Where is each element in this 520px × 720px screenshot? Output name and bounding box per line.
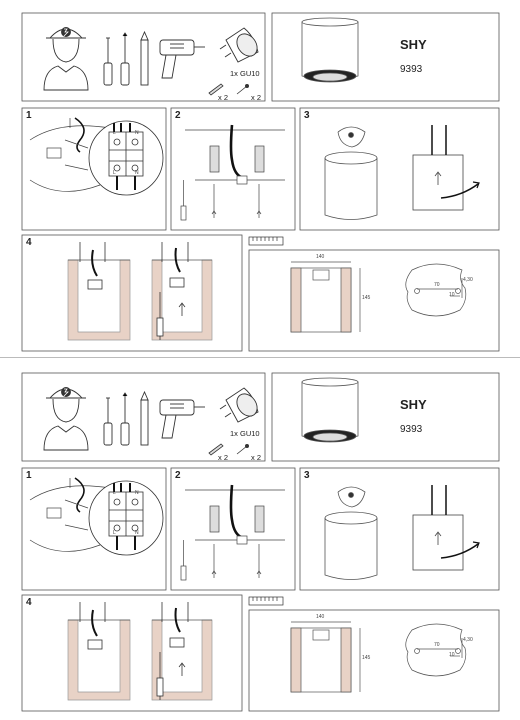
product-code: 9393 (400, 64, 423, 75)
ruler-icon (248, 596, 284, 606)
step3-panel (299, 467, 500, 591)
terminal-label-l: L (113, 170, 116, 176)
terminal-block-drawing (88, 480, 164, 556)
dimension-height: 145 (362, 655, 371, 661)
step-number: 2 (175, 110, 181, 121)
step2-panel (170, 467, 296, 591)
pencil-icon (140, 30, 149, 86)
sheet-divider (0, 357, 520, 358)
step-number: 1 (26, 110, 32, 121)
terminal-label-n: N (135, 130, 139, 136)
step2-bracket-drawing (180, 124, 285, 221)
step-number: 4 (26, 597, 32, 608)
step3-body-drawing (324, 126, 378, 220)
electrician-icon (43, 387, 89, 451)
dimension-slot-a: 10 (449, 292, 455, 298)
product-drawing (301, 17, 359, 83)
step1-ceiling-drawing (29, 477, 111, 552)
product-drawing (301, 377, 359, 443)
screw-icon (236, 84, 249, 95)
dimension-width: 140 (316, 254, 325, 260)
step1-panel (21, 107, 167, 231)
product-name: SHY (400, 37, 427, 52)
sheet-drawings (21, 12, 500, 352)
dimension-side-view (290, 261, 361, 333)
step4-wall-drawing (67, 259, 213, 341)
dimensions-panel (248, 609, 500, 712)
plugs-qty: x 2 (218, 93, 229, 102)
screws-qty: x 2 (251, 93, 262, 102)
gu10-bulb-icon (219, 387, 259, 423)
terminal-label-n: N (135, 530, 139, 536)
drill-icon (159, 39, 205, 79)
step-number: 2 (175, 470, 181, 481)
step4-wall-drawing (67, 619, 213, 701)
gu10-bulb-icon (219, 27, 259, 63)
dimension-hole-spacing: 70 (434, 282, 440, 288)
step4-panel (21, 234, 243, 352)
step4-panel (21, 594, 243, 712)
step3-rotate-drawing (412, 125, 480, 211)
product-panel (271, 12, 500, 102)
step2-bracket-drawing (180, 484, 285, 581)
dimension-slot-b: 4,30 (463, 277, 473, 283)
plugs-qty: x 2 (218, 453, 229, 462)
product-name: SHY (400, 397, 427, 412)
bulb-label: 1x GU10 (230, 429, 260, 438)
step-number: 4 (26, 237, 32, 248)
ruler-icon (248, 236, 284, 246)
step-number: 3 (304, 470, 310, 481)
step4-wiring-drawing (79, 602, 189, 700)
tools-panel (21, 372, 266, 462)
step3-rotate-drawing (412, 485, 480, 571)
product-panel (271, 372, 500, 462)
terminal-block-drawing (88, 120, 164, 196)
step1-panel (21, 467, 167, 591)
dimension-slot-a: 10 (449, 652, 455, 658)
dimension-height: 145 (362, 295, 371, 301)
sheet-drawings (21, 372, 500, 712)
wall-plug-icon (208, 83, 224, 96)
bulb-label: 1x GU10 (230, 69, 260, 78)
dimension-width: 140 (316, 614, 325, 620)
terminal-label-l: L (113, 130, 116, 136)
dimension-hole-spacing: 70 (434, 642, 440, 648)
step1-ceiling-drawing (29, 117, 111, 192)
step-number: 3 (304, 110, 310, 121)
tools-panel (21, 12, 266, 102)
dimension-slot-b: 4,30 (463, 637, 473, 643)
terminal-label-l: L (113, 530, 116, 536)
step-number: 1 (26, 470, 32, 481)
product-code: 9393 (400, 424, 423, 435)
dimension-side-view (290, 621, 361, 693)
step3-body-drawing (324, 486, 378, 580)
screwdriver-icon (103, 392, 130, 446)
drill-icon (159, 399, 205, 439)
dimensions-panel (248, 249, 500, 352)
step4-wiring-drawing (79, 242, 189, 340)
dimension-bracket-view (405, 263, 467, 317)
screwdriver-icon (103, 32, 130, 86)
step3-panel (299, 107, 500, 231)
screw-icon (236, 444, 249, 455)
terminal-label-n: N (135, 170, 139, 176)
wall-plug-icon (208, 443, 224, 456)
pencil-icon (140, 390, 149, 446)
electrician-icon (43, 27, 89, 91)
instruction-sheet: SHY 9393 1x GU10 x 2 x 2 1 2 3 4 L N L N… (21, 12, 500, 352)
terminal-label-l: L (113, 490, 116, 496)
terminal-label-n: N (135, 490, 139, 496)
instruction-sheet: SHY 9393 1x GU10 x 2 x 2 1 2 3 4 L N L N… (0, 360, 520, 720)
step2-panel (170, 107, 296, 231)
screws-qty: x 2 (251, 453, 262, 462)
dimension-bracket-view (405, 623, 467, 677)
